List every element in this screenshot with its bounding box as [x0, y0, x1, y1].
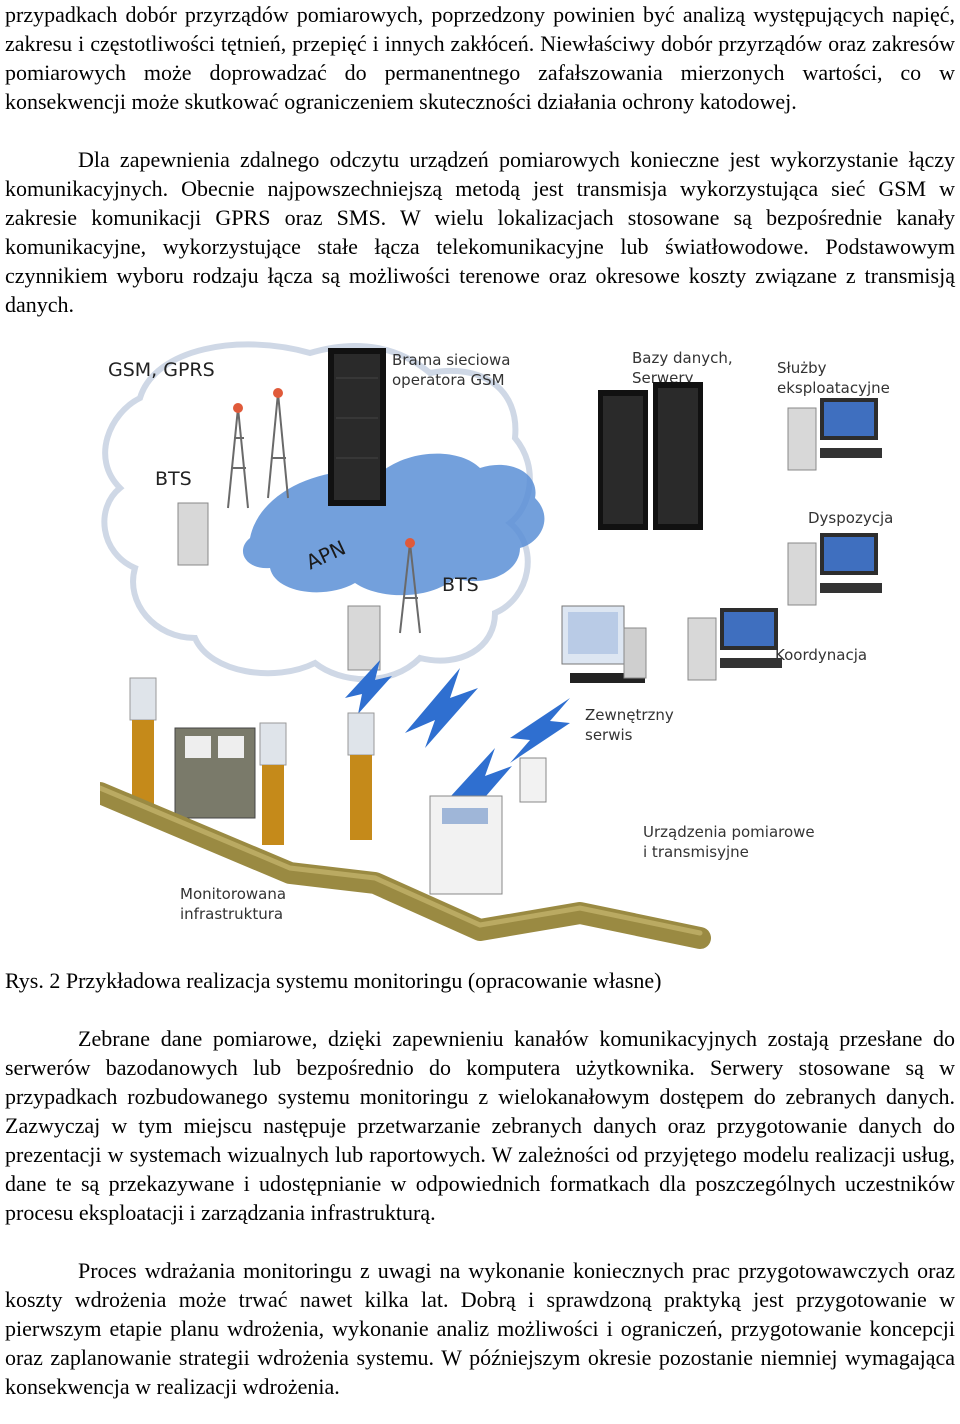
- coordination-label: Koordynacja: [775, 646, 867, 664]
- database-label-line1: Bazy danych,: [632, 349, 733, 367]
- antenna-icon: [233, 403, 243, 413]
- bts-server-icon: [177, 502, 381, 671]
- bts-label-2: BTS: [442, 574, 479, 596]
- gateway-label-line2: operatora GSM: [392, 371, 505, 389]
- gateway-label-line1: Brama sieciowa: [392, 351, 510, 369]
- gsm-gprs-label: GSM, GPRS: [108, 359, 215, 381]
- coordination-workstation-icon: [687, 608, 782, 681]
- paragraph-2: Dla zapewnienia zdalnego odczytu urządze…: [5, 147, 955, 317]
- paragraph-1: przypadkach dobór przyrządów pomiarowych…: [5, 2, 955, 114]
- devices-label-line1: Urządzenia pomiarowe: [643, 823, 815, 841]
- paragraph-3: Zebrane dane pomiarowe, dzięki zapewnien…: [5, 1026, 955, 1225]
- services-label-line1: Służby: [777, 359, 827, 377]
- infrastructure-label-line2: infrastruktura: [180, 905, 283, 923]
- dispatch-workstation-icon: [787, 533, 882, 606]
- external-label-line2: serwis: [585, 726, 633, 744]
- wireless-link-icon: [345, 660, 570, 826]
- services-workstation-icon: [787, 398, 882, 471]
- figure-caption: Rys. 2 Przykładowa realizacja systemu mo…: [5, 968, 662, 993]
- antenna-icon: [405, 538, 415, 548]
- database-server-racks-icon: [598, 382, 703, 530]
- devices-label-line2: i transmisyjne: [643, 843, 749, 861]
- external-label-line1: Zewnętrzny: [585, 706, 674, 724]
- antenna-icon: [273, 388, 283, 398]
- control-cabinet-icon: [174, 727, 256, 819]
- measurement-post-icon: [129, 677, 375, 845]
- transmission-device-icon: [429, 757, 547, 895]
- dispatch-label: Dyspozycja: [808, 509, 893, 527]
- gateway-rack-icon: [328, 348, 386, 506]
- apn-cloud: [242, 453, 545, 596]
- infrastructure-label-line1: Monitorowana: [180, 885, 286, 903]
- bts-label-1: BTS: [155, 468, 192, 490]
- services-label-line2: eksploatacyjne: [777, 379, 890, 397]
- paragraph-4: Proces wdrażania monitoringu z uwagi na …: [5, 1258, 955, 1399]
- figure-illustration: APN GSM, GPRS Brama sieciowa operatora G…: [89, 341, 893, 949]
- external-service-workstation-icon: [561, 605, 647, 683]
- monitoring-system-figure: APN GSM, GPRS Brama sieciowa operatora G…: [89, 338, 902, 960]
- pipeline-icon: [89, 782, 711, 949]
